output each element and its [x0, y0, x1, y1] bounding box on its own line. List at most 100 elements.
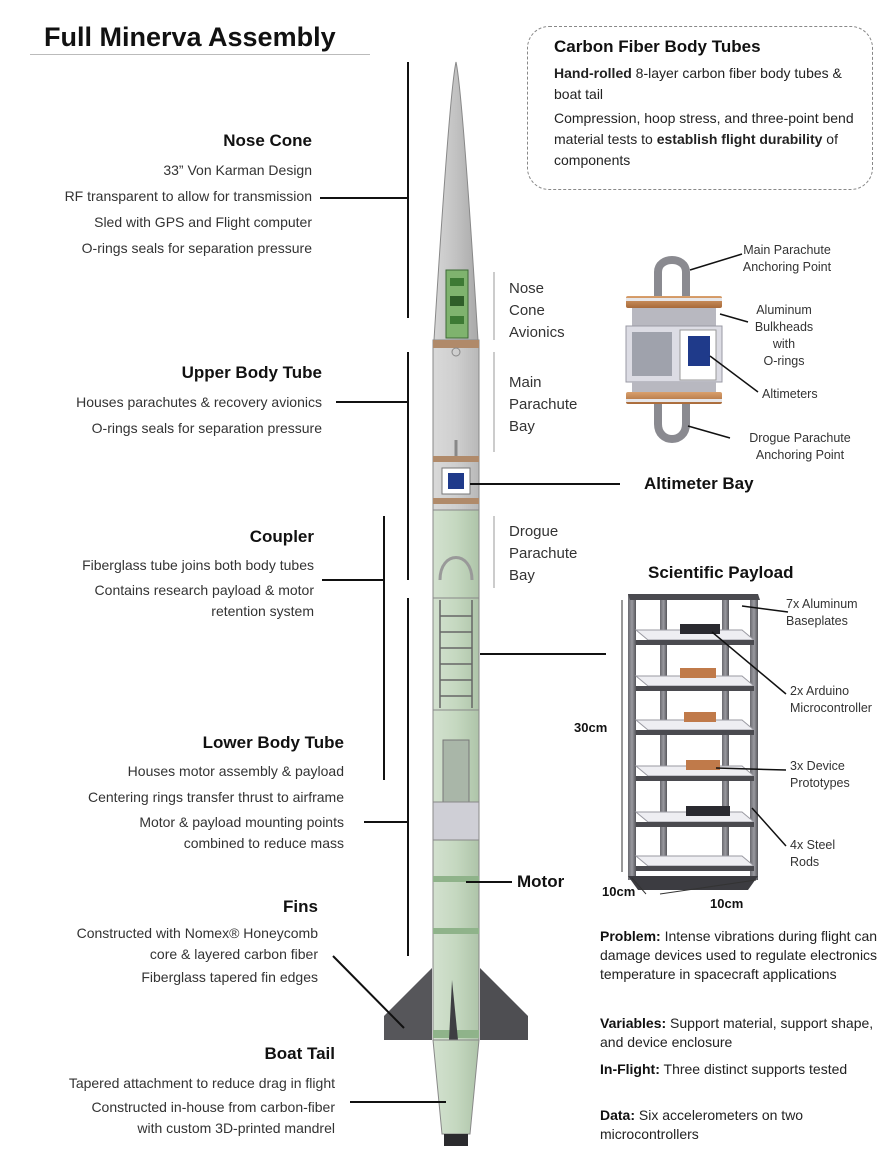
device-prototype [684, 712, 716, 722]
height-dimension: 30cm [574, 720, 608, 735]
fins-heading: Fins [283, 897, 318, 916]
variables-label: Variables: [600, 1015, 667, 1031]
data-text: Six accelerometers on two microcontrolle… [600, 1107, 804, 1142]
main-anchor-label: Main Parachute Anchoring Point [722, 242, 852, 276]
bulkheads-label: Aluminum Bulkheads with O-rings [742, 302, 826, 370]
arduino-label: 2x Arduino Microcontroller [790, 683, 872, 717]
label-line: Bay [509, 418, 535, 435]
label-line: 7x Aluminum [786, 597, 858, 611]
fins-line: Fiberglass tapered fin edges [141, 969, 318, 985]
lower-line: combined to reduce mass [183, 835, 344, 851]
eyebolt [451, 347, 461, 357]
label-line: Anchoring Point [742, 260, 832, 274]
carbon-fiber-title: Carbon Fiber Body Tubes [554, 37, 761, 56]
p2-bold: establish flight durability [656, 131, 823, 147]
fins [384, 968, 528, 1040]
label-line: Bay [509, 567, 535, 584]
altimeter-chip [448, 473, 464, 489]
label-line: Parachute [509, 396, 578, 413]
payload-callout-lines [711, 605, 789, 847]
label-line: Baseplates [786, 614, 848, 628]
bulkhead-ring [433, 456, 479, 462]
device-prototype [686, 760, 720, 770]
drogue-shock-loop [438, 556, 474, 581]
carbon-fiber-callout: Carbon Fiber Body Tubes Hand-rolled 8-la… [527, 26, 873, 190]
label-line: Rods [790, 855, 820, 869]
motor-casing [442, 739, 470, 803]
fins-line: Constructed with Nomex® Honeycomb [76, 925, 318, 941]
motor-mount [432, 801, 480, 841]
label-line: 2x Arduino [790, 684, 850, 698]
inflight-text: Three distinct supports tested [659, 1061, 848, 1077]
label-line: Cone [509, 302, 545, 319]
fins-lines: Constructed with Nomex® Honeycomb core &… [77, 922, 318, 990]
boat-tail [432, 1039, 480, 1135]
motor-label: Motor [517, 872, 565, 891]
main-bay-label: Main Parachute Bay [509, 372, 577, 438]
nose-avionics-sled [445, 269, 469, 339]
experiment-data: Data: Six accelerometers on two microcon… [600, 1106, 880, 1144]
upper-line: Houses parachutes & recovery avionics [76, 394, 322, 410]
lower-line: Centering rings transfer thrust to airfr… [88, 789, 344, 805]
nose-line: O-rings seals for separation pressure [81, 240, 312, 256]
label-line: O-rings [763, 354, 805, 368]
baseplates-label: 7x Aluminum Baseplates [786, 596, 858, 630]
boat-line: Constructed in-house from carbon-fiber [91, 1099, 335, 1115]
p2-pre: Compression, hoop stress, and three-poin… [554, 110, 854, 147]
dimension-lines [621, 600, 757, 895]
p2-post: of components [554, 131, 838, 168]
nose-line: 33” Von Karman Design [163, 162, 312, 178]
boat-tail-heading: Boat Tail [264, 1044, 335, 1063]
nose-avionics-label: Nose Cone Avionics [509, 278, 565, 344]
altimeter-bay-detail [625, 256, 723, 443]
label-line: Drogue [509, 523, 559, 540]
device-prototype [680, 668, 716, 678]
bulkhead-ring [433, 498, 479, 504]
label-line: Prototypes [790, 776, 850, 790]
centering-ring [433, 876, 479, 882]
carbon-fiber-p1: Hand-rolled 8-layer carbon fiber body tu… [554, 63, 858, 105]
motor-nozzle [444, 1134, 468, 1146]
arduino-board [686, 806, 730, 816]
depth-dimension: 10cm [602, 884, 636, 899]
connector-lines [466, 483, 620, 883]
boat-line: Tapered attachment to reduce drag in fli… [68, 1075, 335, 1091]
nose-cone-heading: Nose Cone [223, 131, 312, 150]
coupler-heading: Coupler [249, 527, 314, 546]
motor-tube [432, 839, 480, 1041]
arduino-board [680, 624, 720, 634]
fins-line: core & layered carbon fiber [149, 946, 318, 962]
inflight-label: In-Flight: [600, 1061, 660, 1077]
section-brackets [320, 62, 446, 1103]
lower-body-heading: Lower Body Tube [202, 733, 344, 752]
payload-rack [628, 594, 760, 890]
payload-title: Scientific Payload [648, 563, 794, 582]
upper-line: O-rings seals for separation pressure [91, 420, 322, 436]
nose-line: Sled with GPS and Flight computer [94, 214, 312, 230]
experiment-problem: Problem: Intense vibrations during fligh… [600, 927, 880, 984]
coupler-line: Fiberglass tube joins both body tubes [82, 557, 314, 573]
centering-ring [433, 928, 479, 934]
bulkhead-ring [433, 340, 479, 348]
label-line: Avionics [509, 324, 565, 341]
label-line: Parachute [509, 545, 578, 562]
carbon-fiber-p2: Compression, hoop stress, and three-poin… [554, 108, 858, 171]
label-line: Nose [509, 280, 545, 297]
label-line: Microcontroller [790, 701, 872, 715]
coupler-lines: Fiberglass tube joins both body tubes Co… [82, 552, 314, 620]
rods-label: 4x Steel Rods [790, 837, 835, 871]
problem-text: Intense vibrations during flight can dam… [600, 928, 878, 982]
data-label: Data: [600, 1107, 636, 1123]
boat-tail-lines: Tapered attachment to reduce drag in fli… [69, 1070, 335, 1138]
nose-cone-lines: 33” Von Karman Design RF transparent to … [65, 157, 312, 261]
drogue-bay-label: Drogue Parachute Bay [509, 521, 577, 587]
label-line: Anchoring Point [755, 448, 845, 462]
lower-line: Houses motor assembly & payload [127, 763, 344, 779]
upper-body-lines: Houses parachutes & recovery avionics O-… [76, 389, 322, 441]
coupler-line: Contains research payload & motor [94, 582, 314, 598]
prototypes-label: 3x Device Prototypes [790, 758, 850, 792]
nose-line: RF transparent to allow for transmission [64, 188, 312, 204]
page-title: Full Minerva Assembly [44, 22, 336, 52]
lower-line: Motor & payload mounting points [139, 814, 344, 830]
